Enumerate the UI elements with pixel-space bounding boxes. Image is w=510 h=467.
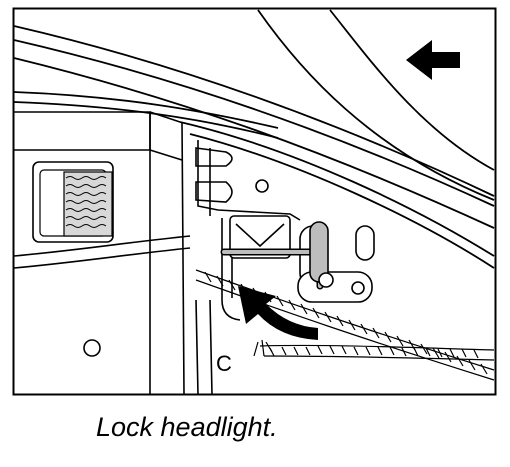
curved-arrow-icon — [238, 286, 318, 340]
hex-key-tool — [220, 221, 334, 290]
hood-lines — [13, 9, 495, 269]
vent-grille — [32, 161, 114, 243]
left-arrow-icon — [406, 40, 460, 80]
bracket-hole — [255, 179, 269, 193]
figure-caption: Lock headlight. — [96, 412, 278, 442]
headlight-lock-illustration: C — [12, 7, 497, 396]
twisted-cable — [195, 269, 495, 381]
body-panel — [13, 111, 213, 396]
bracket-slots — [195, 147, 233, 216]
callout-label: C — [216, 351, 232, 376]
body-hole — [83, 339, 101, 357]
